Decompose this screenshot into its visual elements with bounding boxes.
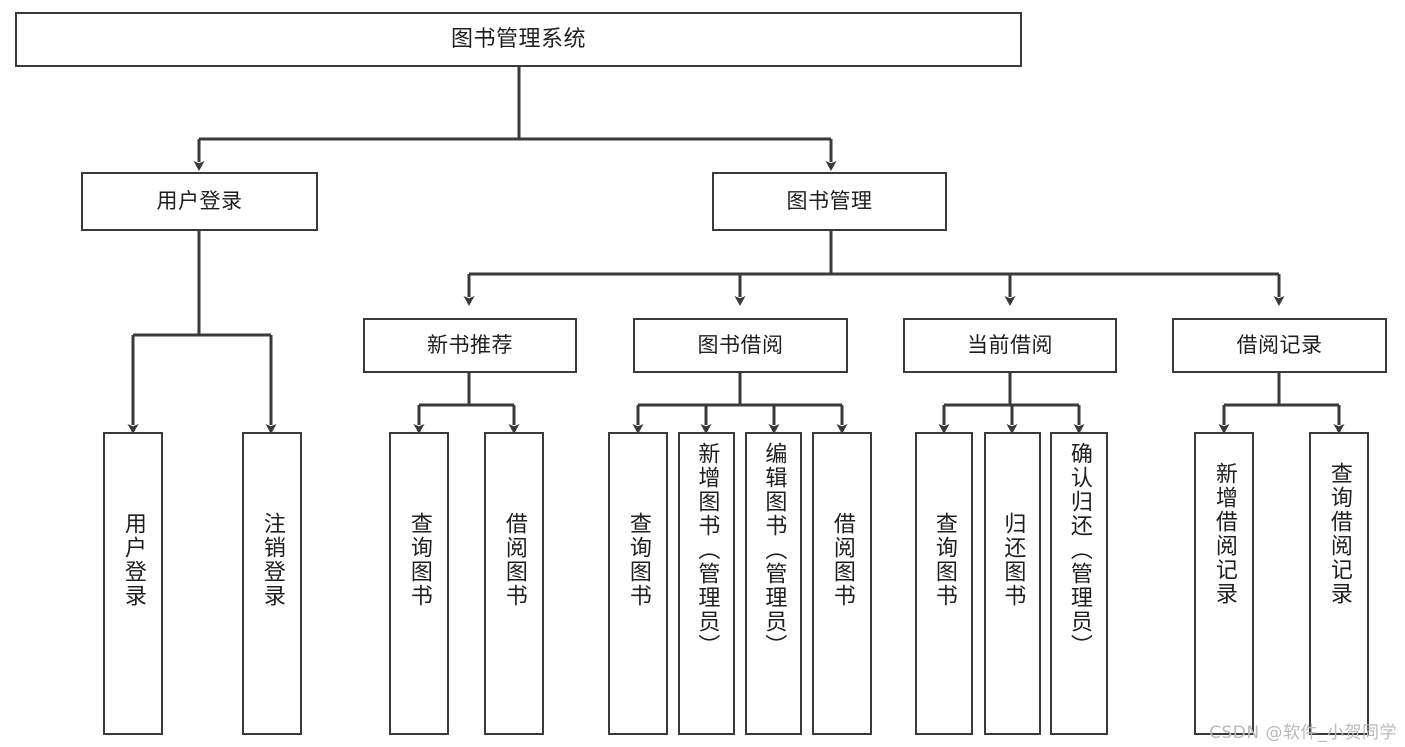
node-label: 用户登录	[156, 189, 243, 213]
leaf-query-borrow-record[interactable]: 查询借阅记录	[1309, 432, 1369, 735]
leaf-borrow-book[interactable]: 借阅图书	[812, 432, 872, 735]
leaf-add-borrow-record[interactable]: 新增借阅记录	[1194, 432, 1254, 735]
node-label: 图书管理系统	[450, 26, 586, 52]
node-label: 新书推荐	[427, 333, 513, 357]
node-label: 编辑图书（管理员）	[761, 442, 787, 658]
node-book-borrow[interactable]: 图书借阅	[633, 318, 848, 373]
node-label: 用户登录	[120, 512, 146, 608]
leaf-query-book-recommend[interactable]: 查询图书	[389, 432, 449, 735]
node-label: 归还图书	[1000, 512, 1026, 608]
leaf-return-book[interactable]: 归还图书	[984, 432, 1041, 735]
node-user-login[interactable]: 用户登录	[81, 172, 318, 231]
node-label: 查询图书	[625, 512, 651, 608]
node-label: 借阅记录	[1236, 333, 1323, 357]
node-current-borrow[interactable]: 当前借阅	[903, 318, 1117, 373]
node-label: 查询图书	[406, 512, 432, 608]
node-new-book-recommend[interactable]: 新书推荐	[363, 318, 577, 373]
leaf-borrow-book-recommend[interactable]: 借阅图书	[484, 432, 544, 735]
node-borrow-record[interactable]: 借阅记录	[1172, 318, 1387, 373]
leaf-user-login[interactable]: 用户登录	[103, 432, 163, 735]
node-label: 新增图书（管理员）	[694, 442, 720, 658]
node-label: 查询借阅记录	[1326, 462, 1352, 606]
node-label: 当前借阅	[967, 333, 1053, 357]
leaf-confirm-return-admin[interactable]: 确认归还（管理员）	[1050, 432, 1108, 735]
node-label: 借阅图书	[501, 512, 527, 608]
node-root-book-management-system[interactable]: 图书管理系统	[15, 12, 1022, 67]
node-label: 注销登录	[259, 512, 285, 608]
node-label: 确认归还（管理员）	[1066, 442, 1092, 658]
leaf-user-logout[interactable]: 注销登录	[242, 432, 302, 735]
node-label: 新增借阅记录	[1211, 462, 1237, 606]
node-label: 查询图书	[931, 512, 957, 608]
leaf-add-book-admin[interactable]: 新增图书（管理员）	[678, 432, 735, 735]
node-label: 图书管理	[786, 189, 873, 213]
node-label: 借阅图书	[829, 512, 855, 608]
node-book-management[interactable]: 图书管理	[712, 172, 947, 231]
leaf-edit-book-admin[interactable]: 编辑图书（管理员）	[745, 432, 802, 735]
leaf-query-book-borrow[interactable]: 查询图书	[608, 432, 668, 735]
csdn-watermark: CSDN @软件_小贺同学	[1209, 723, 1397, 743]
node-label: 图书借阅	[697, 333, 784, 357]
leaf-query-book-current[interactable]: 查询图书	[915, 432, 973, 735]
